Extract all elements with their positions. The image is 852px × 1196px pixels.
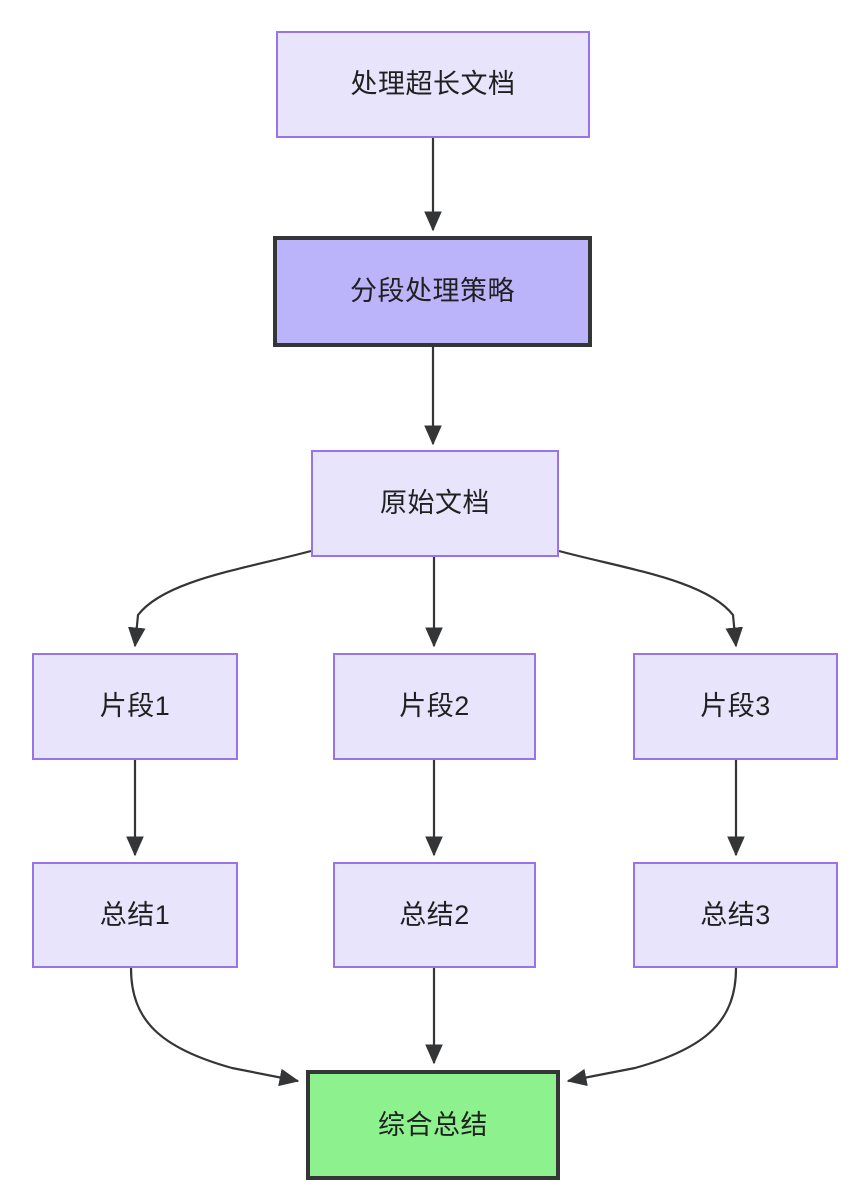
node-chunk-3[interactable]: 片段3 [633,653,838,760]
edge-source-to-chunk1 [128,549,312,648]
node-final-summary[interactable]: 综合总结 [306,1070,560,1180]
node-summary-2-label: 总结2 [399,899,470,930]
node-chunk-1[interactable]: 片段1 [32,653,238,760]
node-summary-1[interactable]: 总结1 [32,862,238,968]
node-chunk-1-label: 片段1 [99,691,171,722]
edge-source-to-chunk3 [558,549,743,648]
node-strategy-label: 分段处理策略 [350,276,515,307]
node-summary-3[interactable]: 总结3 [633,862,838,968]
edge-sum1-to-final [129,967,300,1087]
node-summary-2[interactable]: 总结2 [333,862,536,968]
node-root[interactable]: 处理超长文档 [276,31,590,138]
node-summary-1-label: 总结1 [99,899,171,930]
node-root-label: 处理超长文档 [350,69,516,100]
node-strategy[interactable]: 分段处理策略 [273,236,592,347]
node-source-document[interactable]: 原始文档 [311,450,559,557]
node-chunk-3-label: 片段3 [700,691,771,722]
node-chunk-2[interactable]: 片段2 [333,653,536,760]
node-chunk-2-label: 片段2 [399,691,470,722]
node-final-summary-label: 综合总结 [378,1109,488,1140]
edge-sum3-to-final [566,967,738,1087]
node-summary-3-label: 总结3 [700,899,771,930]
node-source-document-label: 原始文档 [380,488,490,519]
